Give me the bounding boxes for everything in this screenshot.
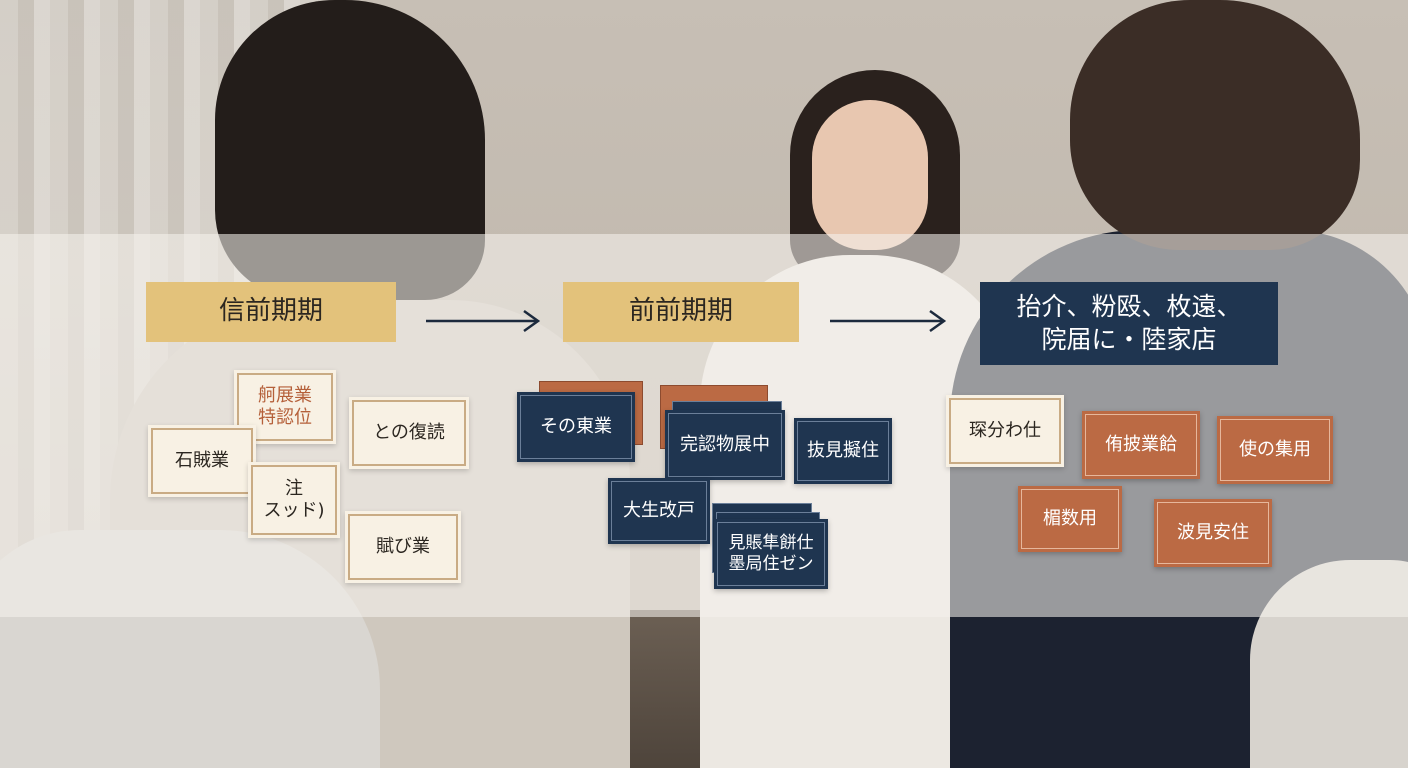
stage-3-header: 抬介、粉殴、枚遠、 院届に・陸家店 — [980, 282, 1278, 365]
right-card-4: 楣数用 — [1018, 486, 1122, 552]
left-card-5: 賦び業 — [345, 511, 461, 583]
left-card-2: との復読 — [349, 397, 469, 469]
right-card-5: 波見安住 — [1154, 499, 1272, 567]
arrow-stage-2-to-3 — [830, 309, 947, 333]
right-card-3: 使の集用 — [1217, 416, 1333, 484]
middle-card-1: その東業 — [517, 392, 635, 462]
left-card-3: 石賊業 — [148, 425, 256, 497]
middle-card-5: 見賬隼餅仕 墨局住ゼン — [714, 519, 828, 589]
right-card-2: 侑披業餄 — [1082, 411, 1200, 479]
right-card-1: 琛分わ仕 — [946, 395, 1064, 467]
arrow-stage-1-to-2 — [426, 309, 541, 333]
middle-card-3: 抜見擬住 — [794, 418, 892, 484]
middle-card-4: 大生改戸 — [608, 478, 710, 544]
left-card-4: 注 スッド) — [248, 462, 340, 538]
right-person-hair — [1070, 0, 1360, 250]
stage-2-header: 前前期期 — [563, 282, 799, 342]
center-person-face — [812, 100, 928, 250]
middle-card-2: 完認物展中 — [665, 410, 785, 480]
stage-1-header: 信前期期 — [146, 282, 396, 342]
